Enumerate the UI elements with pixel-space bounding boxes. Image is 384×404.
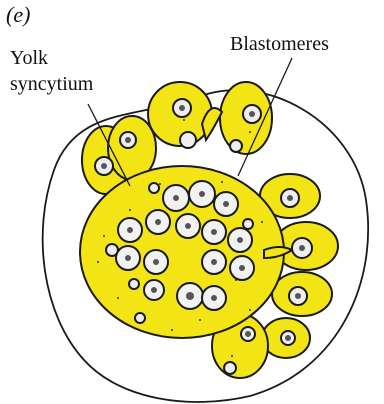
nucleus [149, 183, 159, 193]
blastomeres-label: Blastomeres [230, 33, 329, 55]
yolk-syncytium-label-line2: syncytium [10, 73, 94, 95]
nucleus [224, 362, 236, 374]
nucleus [243, 219, 253, 229]
nucleus [230, 140, 242, 152]
nucleus [180, 132, 196, 148]
nucleus [129, 279, 139, 289]
panel-label: (e) [6, 2, 30, 27]
nucleus [135, 313, 145, 323]
yolk-syncytium-label-line1: Yolk [10, 47, 48, 69]
